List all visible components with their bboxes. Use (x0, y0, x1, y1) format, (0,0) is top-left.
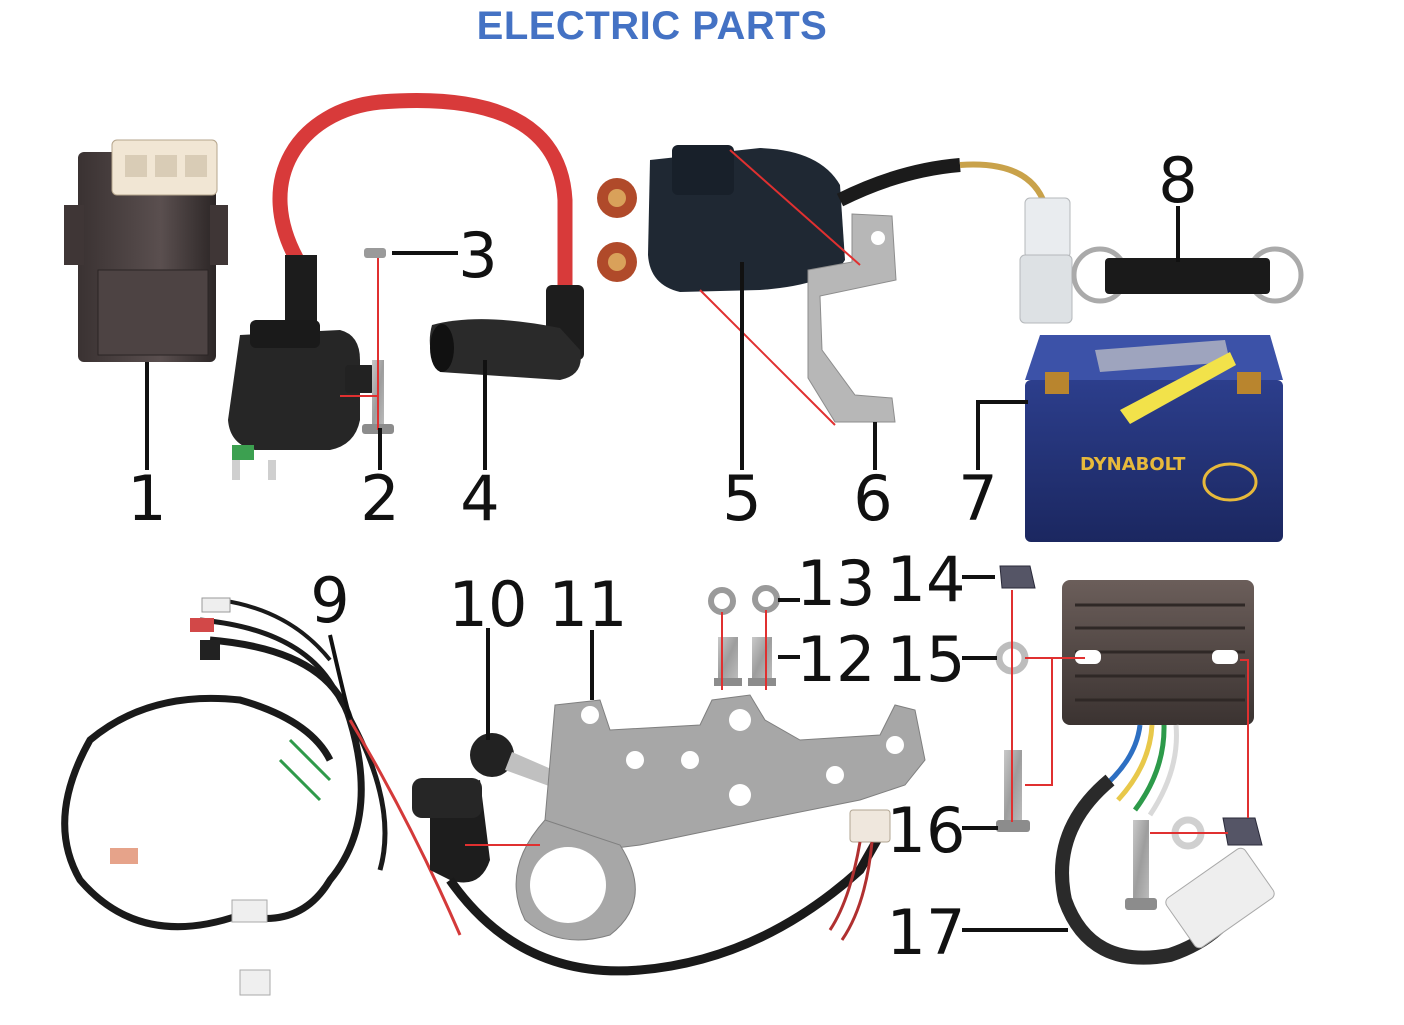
regulator-fasteners (995, 565, 1263, 910)
callout-6: 6 (853, 462, 892, 535)
ignition-coil (228, 93, 573, 480)
callout-9: 9 (310, 564, 349, 637)
spark-plug-cap (429, 285, 584, 380)
callout-4: 4 (460, 462, 499, 535)
callout-1: 1 (127, 462, 166, 535)
battery-strap (1071, 246, 1304, 304)
callout-3: 3 (458, 219, 497, 292)
callout-12: 12 (797, 623, 876, 696)
callout-leader-lines (145, 206, 1180, 932)
callout-5: 5 (722, 462, 761, 535)
page-title: ELECTRIC PARTS (476, 4, 828, 48)
cdi-unit (64, 139, 228, 362)
battery: DYNABOLT (1025, 335, 1283, 542)
callout-11: 11 (549, 568, 628, 641)
wiring-harness (61, 597, 462, 996)
callout-16: 16 (887, 794, 966, 867)
battery-brand-label: DYNABOLT (1080, 454, 1186, 475)
callout-numbers: 1 2 3 4 5 6 7 8 9 10 11 12 13 14 15 16 1… (127, 144, 1197, 969)
callout-13: 13 (797, 547, 876, 620)
voltage-regulator (1055, 580, 1275, 965)
callout-2: 2 (360, 462, 399, 535)
relay-bracket (807, 213, 897, 423)
callout-8: 8 (1158, 144, 1197, 217)
callout-10: 10 (449, 568, 528, 641)
callout-15: 15 (887, 623, 966, 696)
ignition-switch (412, 733, 891, 976)
screws-and-washers (708, 585, 780, 686)
callout-14: 14 (887, 543, 966, 616)
callout-7: 7 (958, 462, 997, 535)
callout-17: 17 (887, 896, 966, 969)
assembly-guide-lines (340, 149, 1249, 846)
starter-relay (597, 145, 1073, 324)
switch-plate (515, 694, 926, 941)
